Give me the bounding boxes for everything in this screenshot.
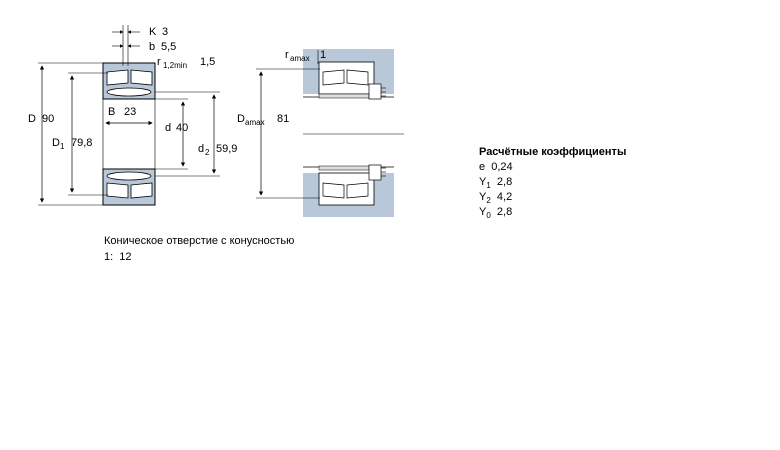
- mounting-section-right: [303, 49, 404, 217]
- dim-ramax-label: r: [285, 49, 289, 61]
- dim-ramax-sub: amax: [290, 54, 310, 63]
- taper-ratio: 1: 12: [104, 251, 132, 263]
- dim-B-value: 23: [124, 106, 136, 118]
- dim-K-value: 3: [162, 26, 168, 38]
- dim-r-label: r: [157, 56, 161, 68]
- dim-d2-label: d: [198, 143, 204, 155]
- dim-d2-sub: 2: [205, 148, 210, 157]
- bearing-section-left: [102, 62, 156, 206]
- roller-top: [106, 69, 153, 97]
- dim-D1-value: 79,8: [71, 137, 92, 149]
- coefficients-title: Расчётные коэффициенты: [479, 146, 627, 158]
- dim-r-sub: 1,2min: [163, 61, 187, 70]
- dim-D1-label: D: [52, 137, 60, 149]
- taper-note: Коническое отверстие с конусностью: [104, 235, 295, 247]
- dim-d2-value: 59,9: [216, 143, 237, 155]
- dim-D-value: 90: [42, 113, 54, 125]
- dim-Damax-value: 81: [277, 113, 289, 125]
- dim-b-label: b: [149, 41, 155, 53]
- dim-B-label: B: [108, 106, 115, 118]
- dim-Damax-sub: amax: [245, 118, 265, 127]
- dim-D1-sub: 1: [60, 142, 65, 151]
- dim-b-value: 5,5: [161, 41, 176, 53]
- coef-e: e 0,24: [479, 161, 513, 173]
- coef-Y2: Y2 4,2: [479, 191, 513, 206]
- dim-r-value: 1,5: [200, 56, 215, 68]
- dim-Damax-label: D: [237, 113, 245, 125]
- dim-D-label: D: [28, 113, 36, 125]
- roller-bottom: [106, 171, 153, 199]
- dim-ramax-value: 1: [320, 49, 326, 61]
- dim-d-value: 40: [176, 122, 188, 134]
- dim-d-label: d: [165, 122, 171, 134]
- dim-K-label: K: [149, 26, 157, 38]
- coef-Y0: Y0 2,8: [479, 206, 513, 221]
- coef-Y1: Y1 2,8: [479, 176, 513, 191]
